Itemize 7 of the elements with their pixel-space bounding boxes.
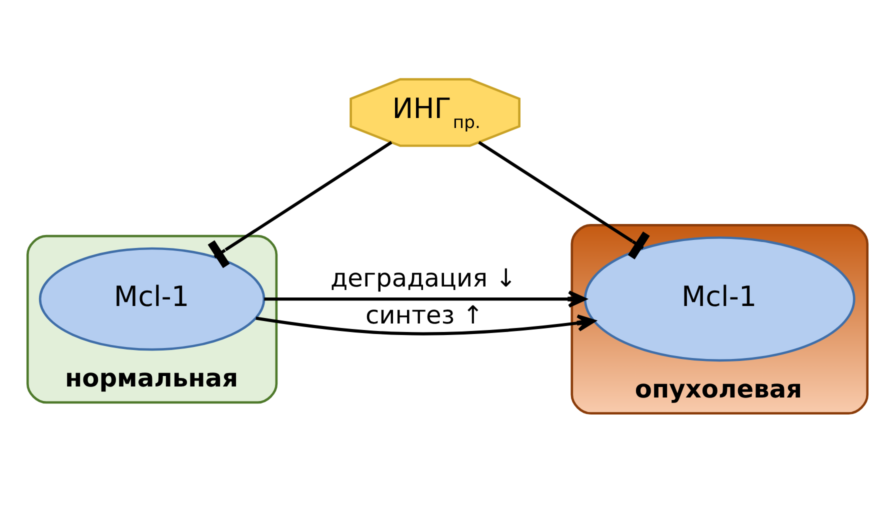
- connector: [478, 141, 650, 260]
- arrow: [256, 314, 596, 336]
- edge-label: деградация ↓: [330, 263, 516, 292]
- connector: [208, 141, 392, 268]
- node-ellipse: Mcl-1: [584, 236, 856, 362]
- edge-label: синтез ↑: [365, 300, 484, 330]
- arrow: [264, 290, 586, 308]
